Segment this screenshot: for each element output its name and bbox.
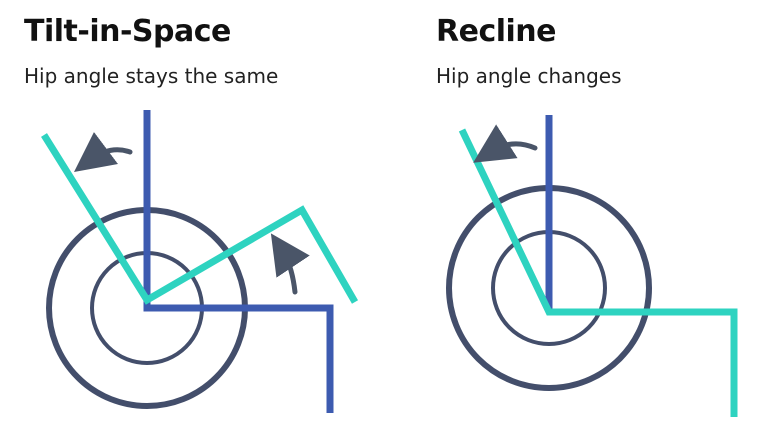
recline-backrest-arrow-icon — [473, 124, 538, 163]
recline-diagram — [446, 115, 738, 417]
tilt-subtitle: Hip angle stays the same — [24, 64, 279, 88]
tilt-diagram — [41, 110, 359, 413]
tilt-seat-line — [41, 133, 359, 305]
tilt-title: Tilt-in-Space — [24, 14, 231, 49]
tilt-seat-arrow-icon — [270, 233, 310, 295]
tilt-frame-line — [143, 110, 334, 413]
recline-subtitle: Hip angle changes — [436, 64, 622, 88]
tilt-backrest-arrow-icon — [73, 132, 133, 172]
recline-seat-line — [458, 128, 738, 417]
recline-title: Recline — [436, 14, 557, 49]
